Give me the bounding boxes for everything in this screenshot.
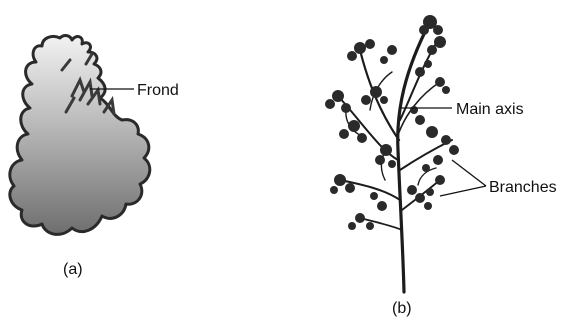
main-axis-label: Main axis [456, 101, 524, 118]
branches-leader-line-1 [452, 160, 486, 186]
frond-shape [10, 36, 150, 235]
branchlet-tufts [325, 15, 459, 230]
branches-label: Branches [489, 179, 557, 196]
panel-a-caption: (a) [63, 261, 83, 278]
panel-b-caption: (b) [392, 300, 412, 317]
panel-a: Frond (a) [10, 36, 179, 278]
branches-leader-line-2 [440, 186, 486, 196]
frond-label: Frond [137, 82, 179, 99]
panel-b: Main axis Branches (b) [325, 15, 557, 317]
